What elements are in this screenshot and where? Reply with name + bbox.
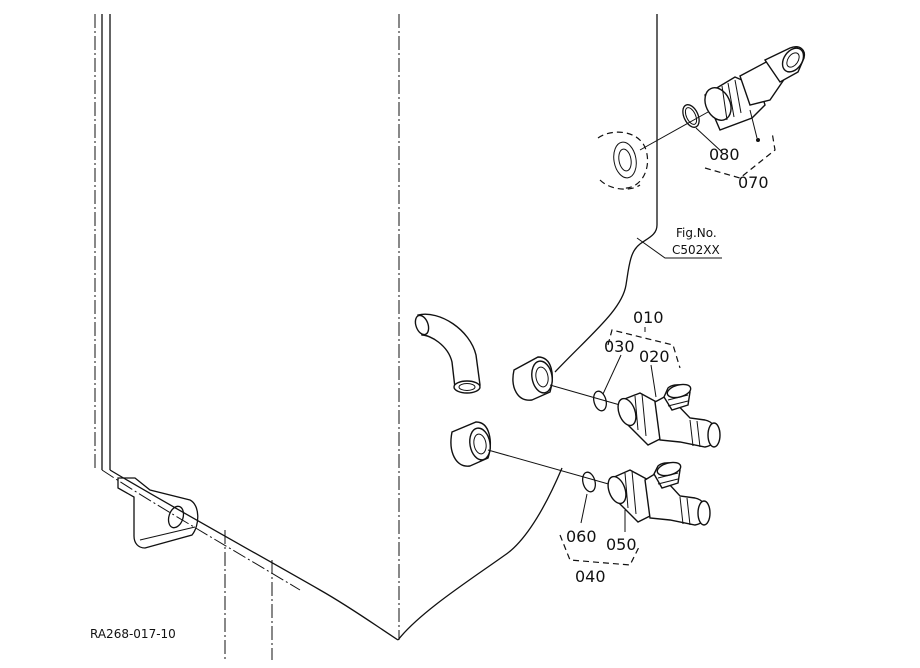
callout-030: 030 [604,337,635,356]
o-ring-060 [582,471,596,493]
figure-reference: Fig.No. C502XX [636,226,722,259]
tee-fitting-010-group [512,327,721,448]
callout-020: 020 [639,347,670,366]
mounting-bracket [117,477,199,549]
tee-fitting-040-group [450,421,711,566]
o-ring-030 [593,390,607,412]
tank-boss-lower [450,421,491,467]
callout-060: 060 [566,527,597,546]
drawing-number: RA268-017-10 [90,627,176,641]
hose-elbow [414,313,481,394]
tank-boss-middle [512,356,553,401]
callout-050: 050 [606,535,637,554]
tee-fitting-050 [607,461,711,526]
fitting-070-group [597,46,806,190]
elbow-fitting-070 [704,46,806,131]
tank-body [94,14,658,660]
callout-010: 010 [633,308,664,327]
fig-label: Fig.No. [676,226,717,240]
callout-080: 080 [709,145,740,164]
fig-code: C502XX [672,243,720,257]
tee-fitting-020 [617,383,721,448]
tank-boss-upper [597,131,649,190]
callout-040: 040 [575,567,606,586]
o-ring-080 [682,104,700,128]
callout-070: 070 [738,173,769,192]
